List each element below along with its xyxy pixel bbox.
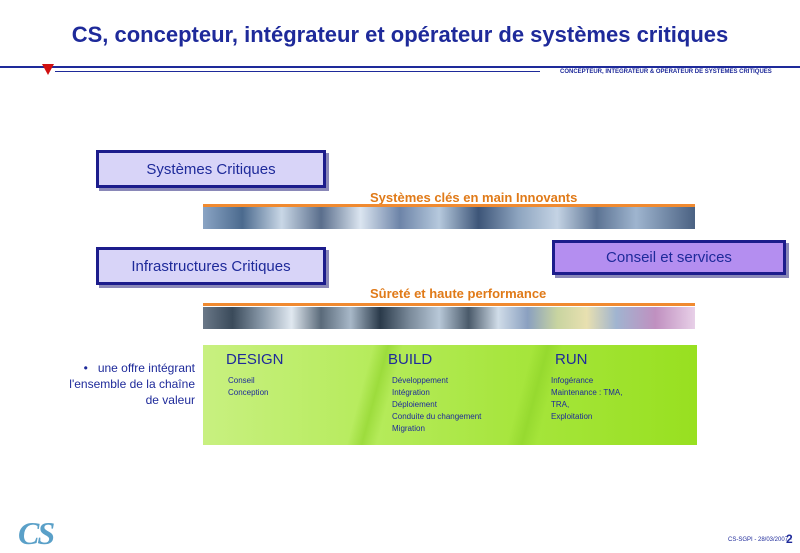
header-subtitle: CONCEPTEUR, INTEGRATEUR & OPERATEUR DE S… [560,69,772,75]
list-item: Conseil [228,376,255,385]
value-chain-band [203,345,697,445]
band1-stripe [203,204,695,207]
phase-design-items: Conseil Conception [228,375,268,399]
phase-design-title: DESIGN [226,351,284,368]
offer-line2: l'ensemble de la chaîne [69,377,195,391]
phase-build-items: Développement Intégration Déploiement Co… [392,375,481,435]
list-item: Déploiement [392,400,437,409]
band1-photo-strip [203,207,695,229]
list-item: Conception [228,388,269,397]
page-title: CS, concepteur, intégrateur et opérateur… [71,22,729,47]
footer-ref: CS-SGPI - 28/03/2007 - [728,537,792,543]
offer-line1: une offre intégrant [97,361,195,375]
band1-label: Systèmes clés en main Innovants [370,190,578,205]
list-item: Infogérance [551,376,594,385]
list-item: Conduite du changement [392,412,482,421]
phase-run-title: RUN [555,351,588,368]
infrastructures-critiques-box[interactable]: Infrastructures Critiques [96,247,326,285]
conseil-services-box[interactable]: Conseil et services [552,240,786,275]
red-triangle-icon [42,64,54,75]
header-subrule [55,71,540,72]
page-number: 2 [786,532,793,546]
list-item: Exploitation [551,412,593,421]
band2-label: Sûreté et haute performance [370,286,547,301]
bullet-icon: • [83,361,88,375]
list-item: Maintenance : TMA, [551,388,623,397]
phase-run-items: Infogérance Maintenance : TMA, TRA, Expl… [551,375,622,423]
list-item: TRA, [551,400,570,409]
offer-text: • une offre intégrant l'ensemble de la c… [40,360,195,408]
list-item: Intégration [392,388,430,397]
header-rule [0,66,800,68]
list-item: Migration [392,424,425,433]
phase-build-title: BUILD [388,351,433,368]
band2-photo-strip [203,307,695,329]
band2-stripe [203,303,695,306]
offer-line3: de valeur [145,393,195,407]
list-item: Développement [392,376,449,385]
systemes-critiques-box[interactable]: Systèmes Critiques [96,150,326,188]
cs-logo: CS [18,515,55,551]
